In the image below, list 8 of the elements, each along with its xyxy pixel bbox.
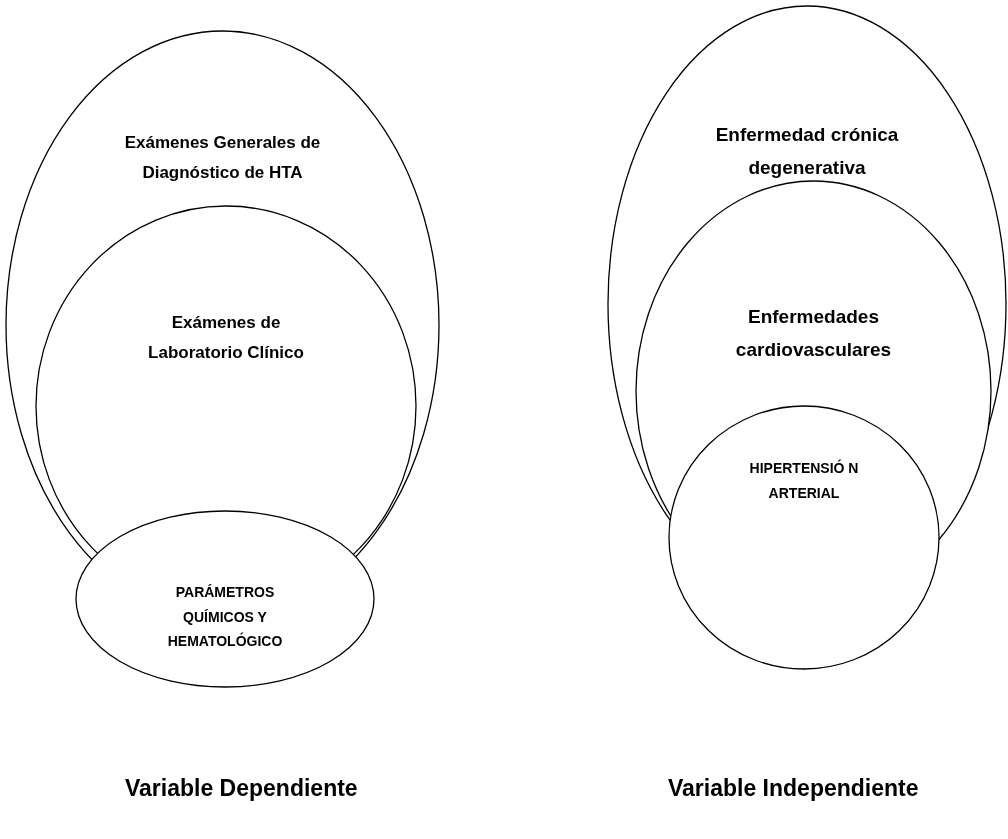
oval-label: Exámenes Generales de Diagnóstico de HTA <box>123 132 322 184</box>
oval-label: Enfermedades cardiovasculares <box>734 305 893 363</box>
group-caption: Variable Independiente <box>668 775 919 802</box>
oval-label: Enfermedad crónica degenerativa <box>714 123 900 181</box>
group-caption: Variable Dependiente <box>125 775 358 802</box>
oval-label: PARÁMETROS QUÍMICOS Y HEMATOLÓGICO <box>166 583 284 651</box>
oval-label: HIPERTENSIÓ N ARTERIAL <box>749 458 859 503</box>
oval-label: Exámenes de Laboratorio Clínico <box>147 312 305 364</box>
